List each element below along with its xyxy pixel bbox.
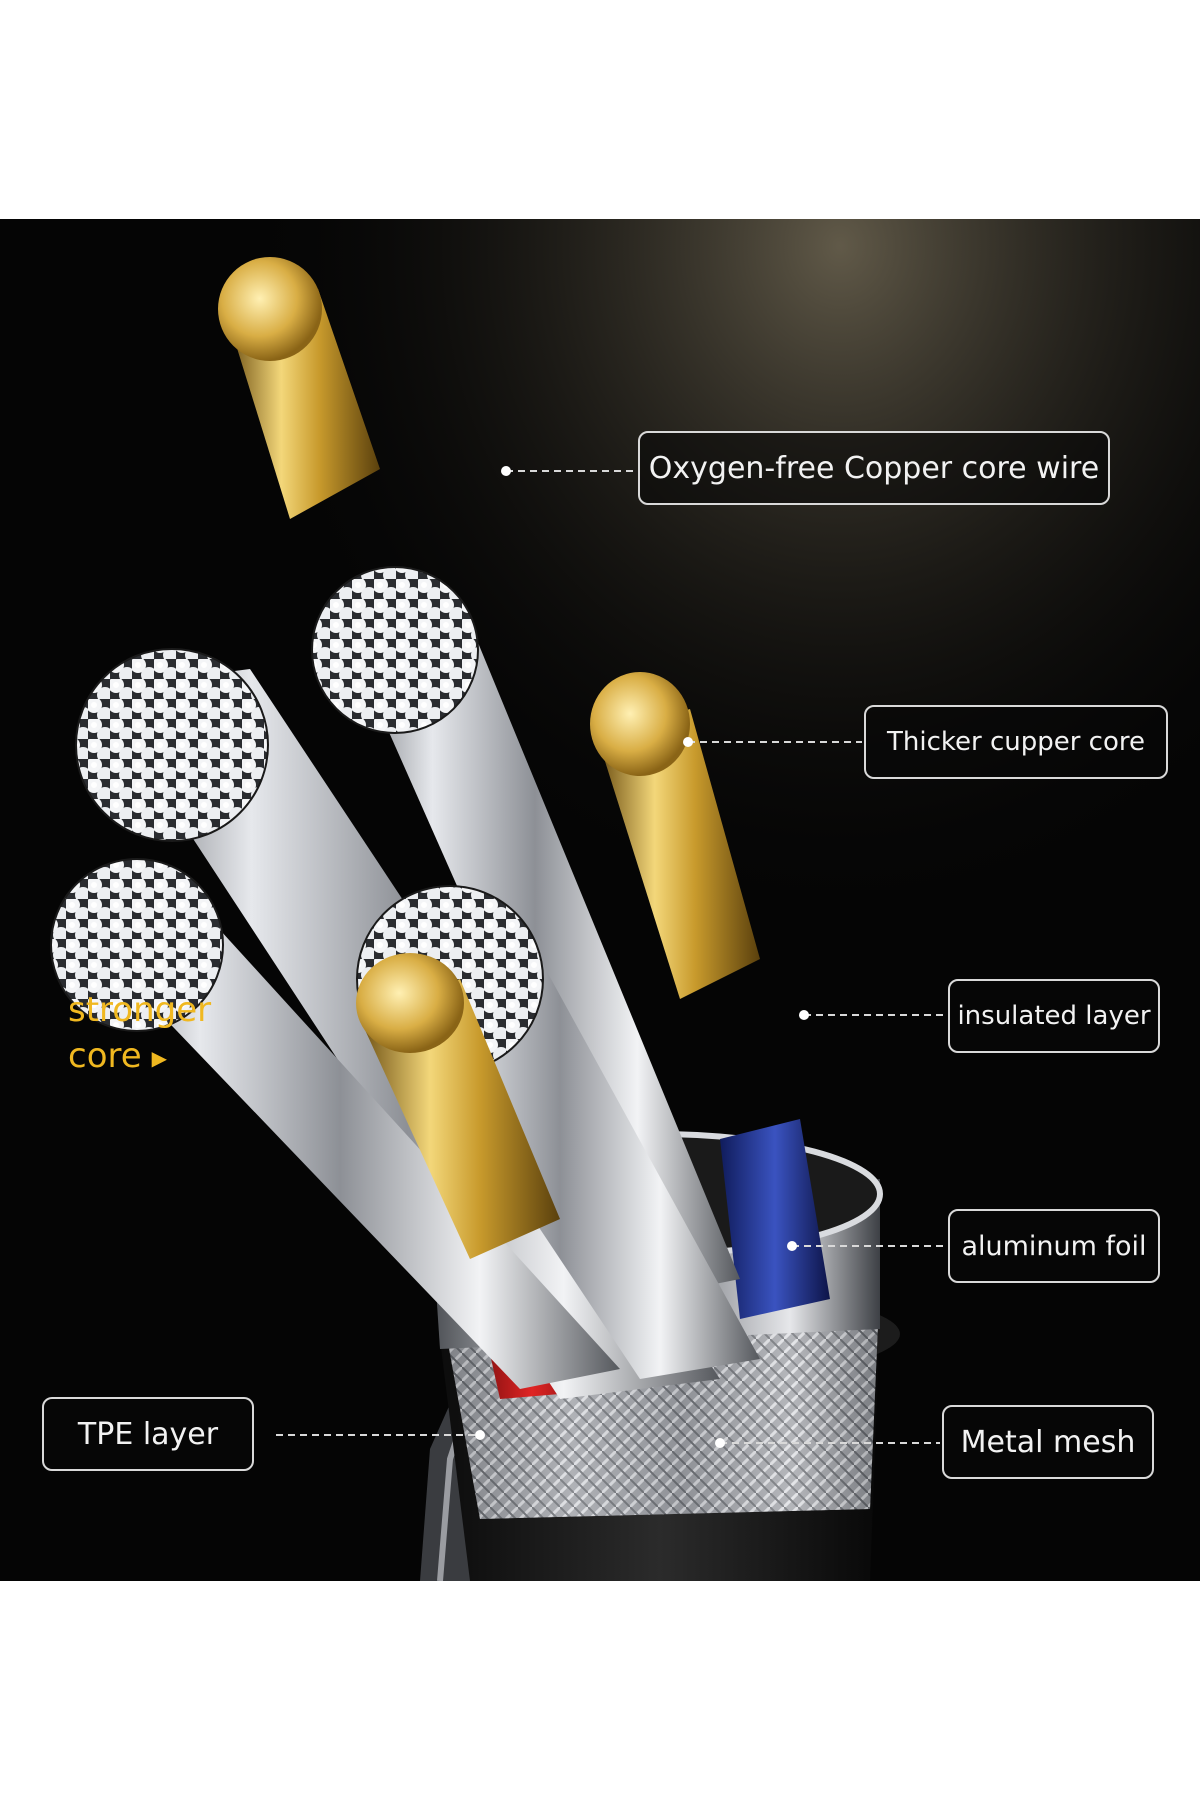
cable-illustration bbox=[0, 219, 1200, 1581]
callout-label: aluminum foil bbox=[961, 1230, 1147, 1262]
tagline-line2: core ▶ bbox=[68, 1033, 211, 1081]
callout-label: insulated layer bbox=[957, 1001, 1151, 1031]
callout-label: Metal mesh bbox=[960, 1424, 1136, 1460]
callout-insulated-layer: insulated layer bbox=[948, 979, 1160, 1053]
callout-aluminum-foil: aluminum foil bbox=[948, 1209, 1160, 1283]
callout-oxygen-free-copper: Oxygen-free Copper core wire bbox=[638, 431, 1110, 505]
callout-label: Oxygen-free Copper core wire bbox=[648, 450, 1100, 486]
tagline-line1: stronger bbox=[68, 990, 212, 1030]
callout-metal-mesh: Metal mesh bbox=[942, 1405, 1154, 1479]
callout-label: TPE layer bbox=[77, 1416, 219, 1452]
callout-label: Thicker cupper core bbox=[886, 727, 1145, 757]
tagline-line2-text: core bbox=[68, 1036, 142, 1076]
cable-cross-section-diagram: Oxygen-free Copper core wire Thicker cup… bbox=[0, 219, 1200, 1581]
callout-tpe-layer: TPE layer bbox=[42, 1397, 254, 1471]
stronger-core-tagline: stronger core ▶ bbox=[68, 987, 211, 1081]
play-triangle-icon: ▶ bbox=[151, 1045, 168, 1070]
callout-thicker-copper-core: Thicker cupper core bbox=[864, 705, 1168, 779]
